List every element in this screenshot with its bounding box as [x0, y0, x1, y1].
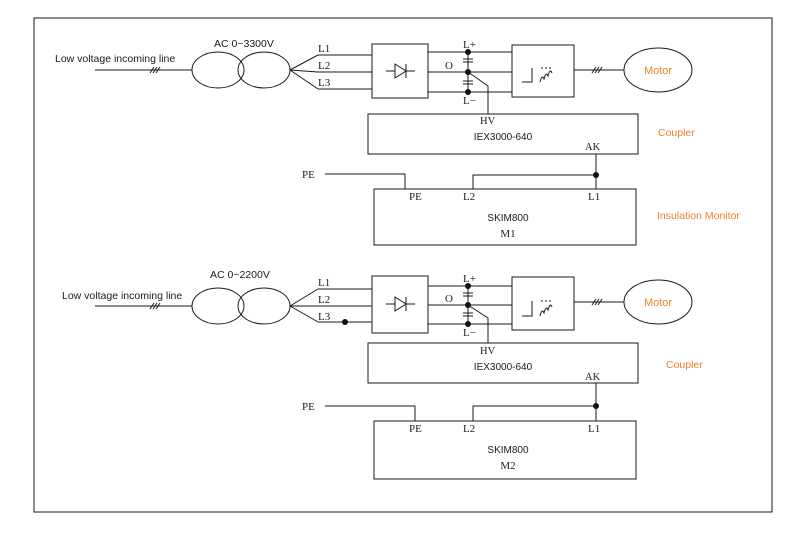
rectifier-box [371, 43, 429, 99]
coupler-box [367, 113, 639, 155]
transformer-voltage-label: AC 0~3300V [214, 38, 274, 50]
monitor-id: M1 [500, 228, 515, 240]
dc-bus-minus-label: L− [463, 327, 476, 339]
monitor-pe-terminal: PE [409, 423, 422, 435]
incoming-line-label: Low voltage incoming line [55, 53, 175, 65]
rectifier-diode-icon [386, 296, 415, 312]
inverter-icon [522, 67, 553, 83]
pe-line [325, 405, 416, 421]
rectifier-box [371, 275, 429, 334]
insulation-monitor-box [373, 420, 637, 480]
coupler-model: IEX3000-640 [474, 132, 533, 143]
transformer-voltage-label: AC 0~2200V [210, 269, 270, 281]
dc-bus-mid-label: O [445, 60, 453, 72]
coupler-box [367, 342, 639, 384]
phase-l1-label: L1 [318, 43, 330, 55]
capacitor-bank-icon [463, 283, 473, 327]
phase-l3-label: L3 [318, 311, 331, 323]
monitor-l2-terminal: L2 [463, 191, 475, 203]
hv-tap-line [467, 304, 489, 343]
motor-circle-icon [623, 279, 693, 325]
incoming-line-label: Low voltage incoming line [62, 290, 182, 302]
cable-tick-icon [591, 298, 603, 306]
pe-label: PE [302, 169, 315, 181]
circuit-2: Low voltage incoming line AC 0~2200V L1 … [62, 269, 703, 480]
coupler-model: IEX3000-640 [474, 362, 533, 373]
cable-tick-icon [149, 66, 161, 74]
phase-l1-label: L1 [318, 277, 330, 289]
transformer-coils-icon [191, 51, 291, 89]
motor-circle-icon [623, 47, 693, 93]
pe-line [325, 173, 406, 189]
monitor-l1-terminal: L1 [588, 423, 600, 435]
hv-label: HV [480, 346, 496, 357]
phase-l3-label: L3 [318, 77, 331, 89]
insulation-monitor-box [373, 188, 637, 246]
cable-tick-icon [591, 66, 603, 74]
hv-tap-line [467, 71, 489, 114]
inverter-box [511, 44, 575, 98]
phase-l2-label: L2 [318, 294, 330, 306]
monitor-pe-terminal: PE [409, 191, 422, 203]
rectifier-diode-icon [386, 63, 415, 79]
circuit-1: Low voltage incoming line AC 0~3300V L1 … [55, 38, 740, 246]
coupler-caption: Coupler [666, 359, 703, 371]
monitor-model: SKIM800 [487, 445, 529, 456]
l2-link-line [472, 405, 596, 421]
phase-l2-label: L2 [318, 60, 330, 72]
motor-label: Motor [644, 65, 672, 77]
cable-tick-icon [149, 302, 161, 310]
monitor-l1-terminal: L1 [588, 191, 600, 203]
l2-link-line [472, 174, 596, 189]
motor-label: Motor [644, 297, 672, 309]
dc-bus-plus-label: L+ [463, 273, 476, 285]
insulation-monitor-caption: Insulation Monitor [657, 210, 740, 222]
ak-label: AK [585, 142, 601, 153]
inverter-box [511, 276, 575, 331]
pe-label: PE [302, 401, 315, 413]
transformer-coils-icon [191, 287, 291, 325]
monitor-id: M2 [500, 460, 515, 472]
dc-bus-minus-label: L− [463, 95, 476, 107]
ak-label: AK [585, 372, 601, 383]
monitor-model: SKIM800 [487, 213, 529, 224]
outer-frame [33, 17, 773, 513]
hv-label: HV [480, 116, 496, 127]
coupler-caption: Coupler [658, 127, 695, 139]
dc-bus-mid-label: O [445, 293, 453, 305]
inverter-icon [522, 300, 553, 317]
dc-bus-plus-label: L+ [463, 39, 476, 51]
capacitor-bank-icon [463, 49, 473, 95]
monitor-l2-terminal: L2 [463, 423, 475, 435]
